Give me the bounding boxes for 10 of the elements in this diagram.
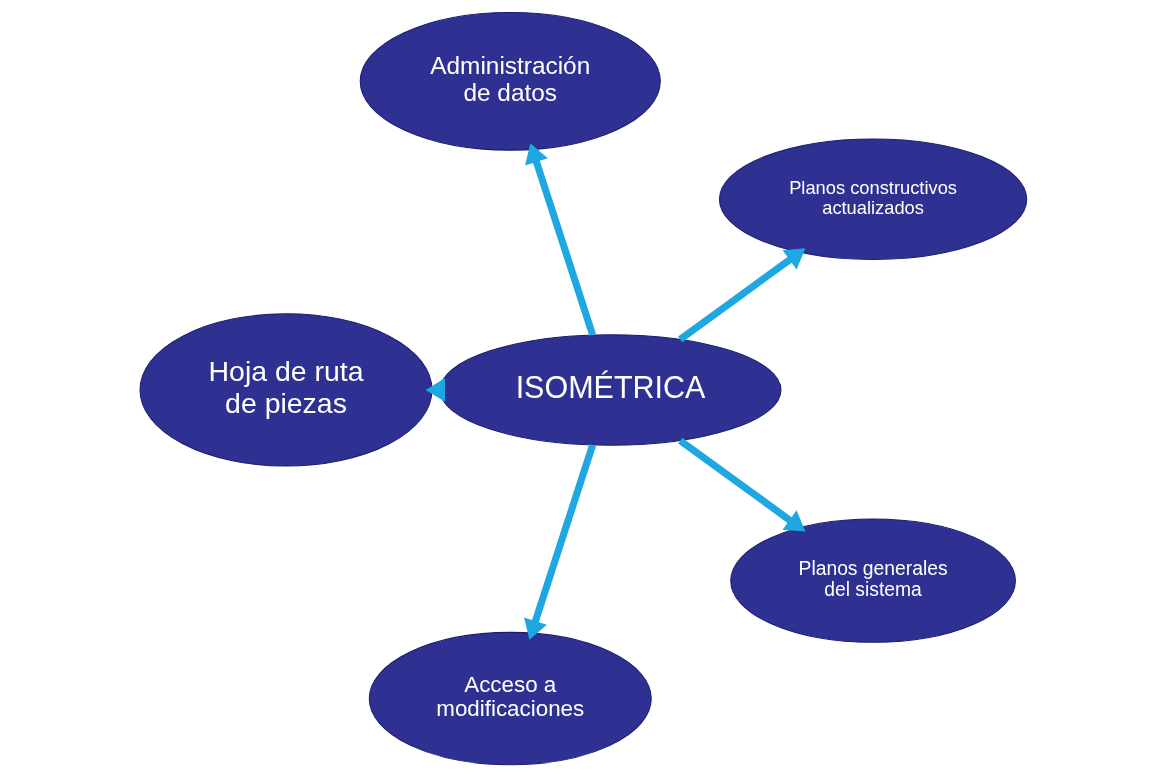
- node-ellipse: Acceso a modificaciones: [368, 631, 652, 766]
- node-ellipse: Planos generales del sistema: [730, 518, 1016, 643]
- arrow: [525, 143, 596, 336]
- arrow: [524, 444, 596, 640]
- arrow: [678, 248, 806, 343]
- node-ellipse: Planos constructivos actualizados: [718, 138, 1028, 260]
- node-ellipse: Administración de datos: [359, 11, 661, 151]
- arrow: [678, 437, 806, 532]
- arrow: [425, 378, 446, 402]
- node-ellipse: Hoja de ruta de piezas: [139, 313, 433, 467]
